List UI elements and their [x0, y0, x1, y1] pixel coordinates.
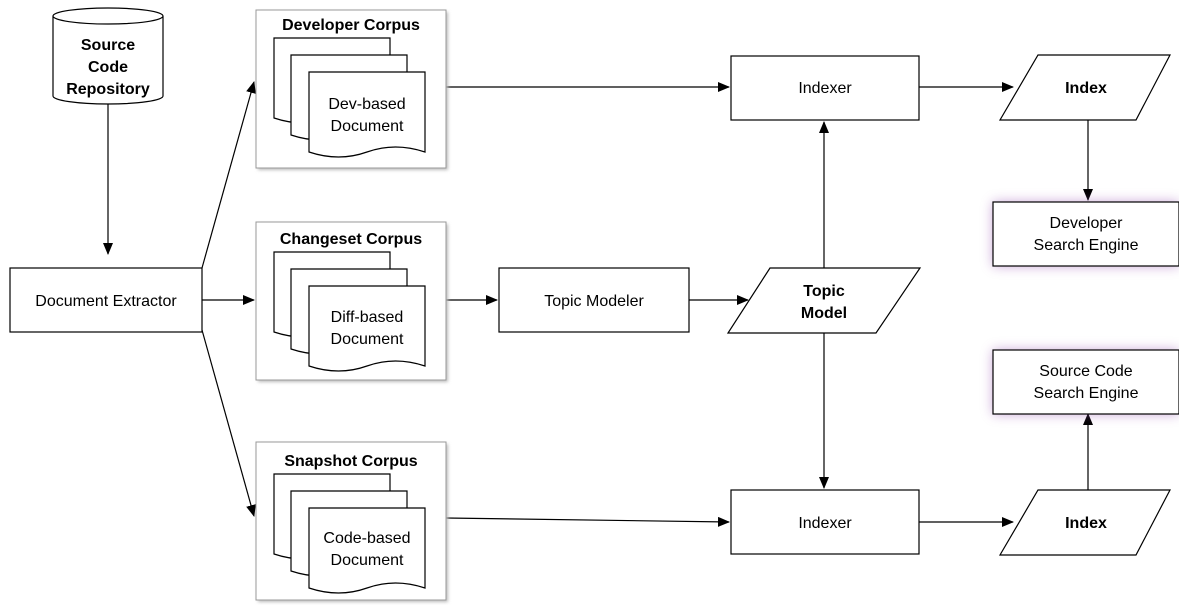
- document-stack-icon: [273, 473, 426, 594]
- edge-extractor-to-dev-corpus: [201, 81, 256, 269]
- index-top-node: Index: [998, 54, 1171, 121]
- source-repository-node: Source Code Repository: [52, 7, 164, 105]
- document-extractor-node: Document Extractor: [9, 267, 203, 333]
- indexer-top-node: Indexer: [730, 55, 920, 121]
- dev-document-line1: Dev-based: [328, 96, 405, 113]
- index-bottom-label: Index: [1065, 515, 1107, 532]
- developer-search-engine-node: Developer Search Engine: [992, 201, 1179, 267]
- snapshot-corpus-node: Snapshot Corpus Code-based Document: [255, 441, 448, 602]
- developer-engine-line1: Developer: [1050, 215, 1124, 232]
- code-document-line2: Document: [331, 552, 404, 569]
- topic-model-node: Topic Model: [726, 267, 922, 334]
- topic-modeler-node: Topic Modeler: [498, 267, 690, 333]
- source-code-search-engine-node: Source Code Search Engine: [992, 349, 1179, 415]
- topic-model-line2: Model: [801, 305, 847, 322]
- document-stack-icon: [273, 37, 426, 158]
- dev-document-line2: Document: [331, 118, 404, 135]
- repository-label-line1: Source: [81, 37, 135, 54]
- developer-corpus-node: Developer Corpus Dev-based Document: [255, 9, 448, 170]
- indexer-top-label: Indexer: [798, 80, 852, 97]
- document-extractor-label: Document Extractor: [35, 293, 177, 310]
- repository-label-line2: Code: [88, 59, 128, 76]
- developer-corpus-title: Developer Corpus: [282, 17, 420, 34]
- edge-snap-corpus-to-indexer: [445, 516, 730, 527]
- changeset-corpus-node: Changeset Corpus Diff-based Document: [255, 221, 448, 382]
- snapshot-corpus-title: Snapshot Corpus: [284, 453, 417, 470]
- topic-model-line1: Topic: [803, 283, 845, 300]
- developer-engine-line2: Search Engine: [1034, 237, 1139, 254]
- code-document-line1: Code-based: [323, 530, 410, 547]
- indexer-bottom-label: Indexer: [798, 515, 852, 532]
- index-bottom-node: Index: [998, 489, 1171, 556]
- source-engine-line2: Search Engine: [1034, 385, 1139, 402]
- diff-document-line1: Diff-based: [331, 309, 404, 326]
- edge-extractor-to-snap-corpus: [201, 329, 256, 517]
- document-stack-icon: [273, 251, 426, 372]
- indexer-bottom-node: Indexer: [730, 489, 920, 555]
- source-engine-line1: Source Code: [1039, 363, 1132, 380]
- repository-cylinder-icon: [52, 16, 164, 105]
- edges: [103, 81, 1093, 527]
- repository-label-line3: Repository: [66, 81, 150, 98]
- changeset-corpus-title: Changeset Corpus: [280, 231, 422, 248]
- topic-modeler-label: Topic Modeler: [544, 293, 644, 310]
- index-top-label: Index: [1065, 80, 1107, 97]
- diff-document-line2: Document: [331, 331, 404, 348]
